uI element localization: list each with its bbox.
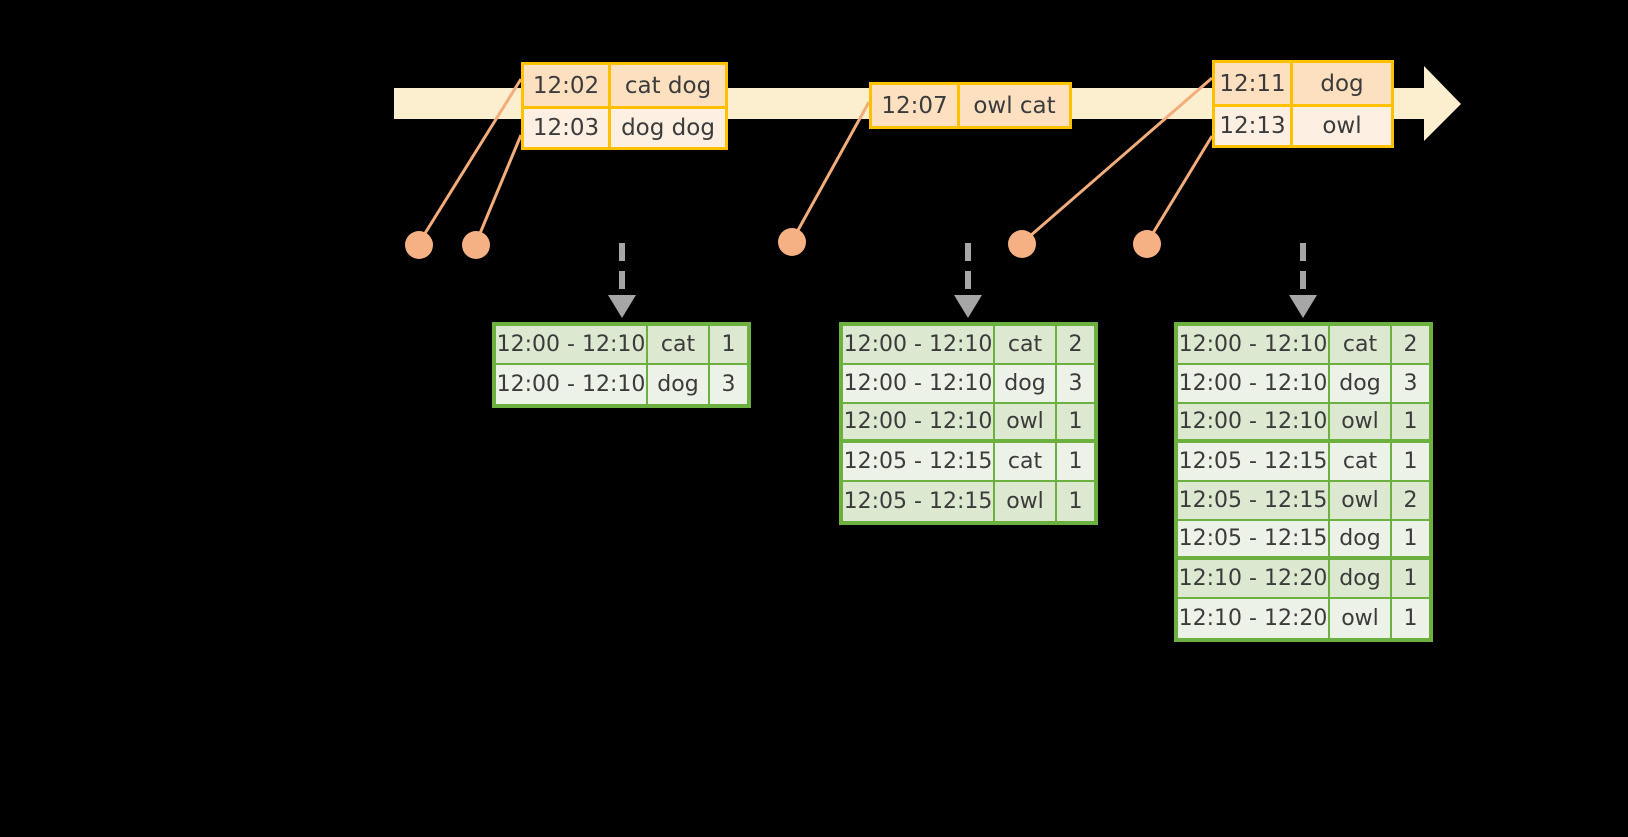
emit-arrows: [608, 243, 1317, 318]
word-cell: cat: [1330, 326, 1392, 365]
count-cell: 2: [1392, 326, 1429, 365]
word-cell: cat: [995, 443, 1057, 482]
window-range-cell: 12:00 - 12:10: [843, 404, 995, 443]
event-marker-3: [778, 228, 806, 256]
word-cell: owl: [1330, 404, 1392, 443]
word-cell: owl: [1330, 482, 1392, 521]
event-row[interactable]: 12:07 owl cat: [872, 85, 1069, 126]
event-time: 12:02: [524, 65, 611, 106]
word-cell: dog: [995, 365, 1057, 404]
word-cell: dog: [1330, 521, 1392, 560]
event-marker-4: [1008, 230, 1036, 258]
event-marker-2: [462, 231, 490, 259]
window-range-cell: 12:05 - 12:15: [1178, 521, 1330, 560]
emit-arrow-1: [608, 243, 636, 318]
window-range-cell: 12:05 - 12:15: [843, 443, 995, 482]
word-cell: cat: [648, 326, 710, 365]
event-group-1: 12:02 cat dog 12:03 dog dog: [521, 62, 728, 150]
event-words: owl: [1293, 107, 1391, 145]
event-row[interactable]: 12:03 dog dog: [524, 106, 725, 147]
count-cell: 1: [710, 326, 747, 365]
event-group-3: 12:11 dog 12:13 owl: [1212, 60, 1394, 148]
emit-arrow-2: [954, 243, 982, 318]
window-range-cell: 12:00 - 12:10: [843, 365, 995, 404]
word-cell: owl: [995, 482, 1057, 521]
window-range-cell: 12:00 - 12:10: [1178, 404, 1330, 443]
event-words: dog: [1293, 63, 1391, 104]
count-cell: 1: [1392, 521, 1429, 560]
window-range-cell: 12:10 - 12:20: [1178, 599, 1330, 638]
event-marker-dots: [405, 228, 1161, 259]
event-row[interactable]: 12:02 cat dog: [524, 65, 725, 106]
event-time: 12:11: [1215, 63, 1293, 104]
count-cell: 1: [1057, 482, 1094, 521]
event-time: 12:13: [1215, 107, 1293, 145]
window-range-cell: 12:00 - 12:10: [843, 326, 995, 365]
count-cell: 1: [1392, 404, 1429, 443]
window-range-cell: 12:00 - 12:10: [496, 365, 648, 404]
count-cell: 1: [1392, 560, 1429, 599]
event-row[interactable]: 12:11 dog: [1215, 63, 1391, 104]
event-marker-1: [405, 231, 433, 259]
count-cell: 3: [1057, 365, 1094, 404]
count-cell: 2: [1392, 482, 1429, 521]
count-cell: 1: [1057, 443, 1094, 482]
word-cell: owl: [1330, 599, 1392, 638]
word-cell: dog: [648, 365, 710, 404]
word-cell: cat: [995, 326, 1057, 365]
event-marker-5: [1133, 230, 1161, 258]
window-range-cell: 12:05 - 12:15: [1178, 443, 1330, 482]
count-cell: 3: [710, 365, 747, 404]
window-range-cell: 12:05 - 12:15: [1178, 482, 1330, 521]
emit-arrow-3: [1289, 243, 1317, 318]
window-range-cell: 12:00 - 12:10: [1178, 326, 1330, 365]
count-cell: 1: [1392, 443, 1429, 482]
event-words: owl cat: [960, 85, 1069, 126]
window-range-cell: 12:05 - 12:15: [843, 482, 995, 521]
event-time: 12:03: [524, 109, 611, 147]
event-group-2: 12:07 owl cat: [869, 82, 1072, 129]
window-range-cell: 12:00 - 12:10: [1178, 365, 1330, 404]
word-cell: owl: [995, 404, 1057, 443]
count-cell: 1: [1057, 404, 1094, 443]
event-words: dog dog: [611, 109, 725, 147]
count-cell: 1: [1392, 599, 1429, 638]
word-cell: dog: [1330, 560, 1392, 599]
word-cell: dog: [1330, 365, 1392, 404]
word-cell: cat: [1330, 443, 1392, 482]
window-range-cell: 12:00 - 12:10: [496, 326, 648, 365]
count-cell: 2: [1057, 326, 1094, 365]
window-range-cell: 12:10 - 12:20: [1178, 560, 1330, 599]
count-cell: 3: [1392, 365, 1429, 404]
event-time: 12:07: [872, 85, 960, 126]
event-words: cat dog: [611, 65, 725, 106]
event-row[interactable]: 12:13 owl: [1215, 104, 1391, 145]
